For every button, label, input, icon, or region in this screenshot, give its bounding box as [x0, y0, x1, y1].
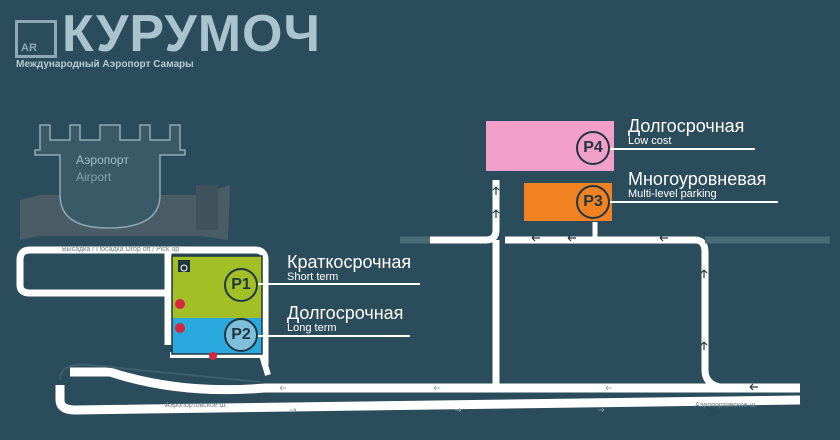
p3-label-ru: Многоуровневая	[628, 169, 767, 189]
highway-label-right: Аэропортовское ш.	[695, 402, 758, 409]
highway-upper-road	[70, 367, 800, 395]
p3-label-en: Multi-level parking	[628, 188, 717, 200]
highway-road	[55, 385, 801, 415]
direction-arrow-icon	[492, 186, 758, 391]
p3-access-road	[505, 236, 731, 392]
paid-parking-icon	[175, 299, 217, 360]
p3-marker[interactable]: P3	[576, 185, 610, 219]
terminal-front-road	[30, 246, 269, 365]
small-arrow-icon	[279, 385, 612, 413]
p4-marker[interactable]: P4	[576, 131, 610, 165]
p1-label-ru: Краткосрочная	[287, 252, 412, 272]
brand-title: КУРУМОЧ	[62, 5, 322, 63]
apron-block	[196, 185, 218, 230]
highway-outline	[59, 363, 261, 383]
p1-marker[interactable]: P1	[224, 268, 258, 302]
parking-exit-road	[170, 352, 271, 376]
logo-mark: AR	[15, 20, 57, 58]
brand-subtitle: Международный Аэропорт Самары	[16, 59, 194, 70]
dropoff-road-label: Высадка / Посадка Drop off / Pick up	[62, 246, 180, 253]
terminal-label-ru: Аэропорт	[76, 153, 129, 167]
wheelchair-icon	[178, 260, 190, 272]
dropoff-loop-road	[16, 246, 170, 297]
p1-label-en: Short term	[287, 271, 339, 283]
highway-label-left: Аэропортовское ш.	[165, 402, 228, 409]
p4-access-road	[430, 180, 500, 244]
p4-label-ru: Долгосрочная	[628, 116, 745, 136]
terminal-label-en: Airport	[76, 170, 112, 184]
terminal-building	[34, 124, 186, 229]
p1-p2-outline	[171, 255, 263, 355]
p2-marker[interactable]: P2	[224, 318, 258, 352]
p2-label-ru: Долгосрочная	[287, 303, 404, 323]
p4-label-en: Low cost	[628, 135, 672, 147]
logo-mark-text: AR	[21, 42, 37, 54]
p2-label-en: Long term	[287, 322, 337, 334]
